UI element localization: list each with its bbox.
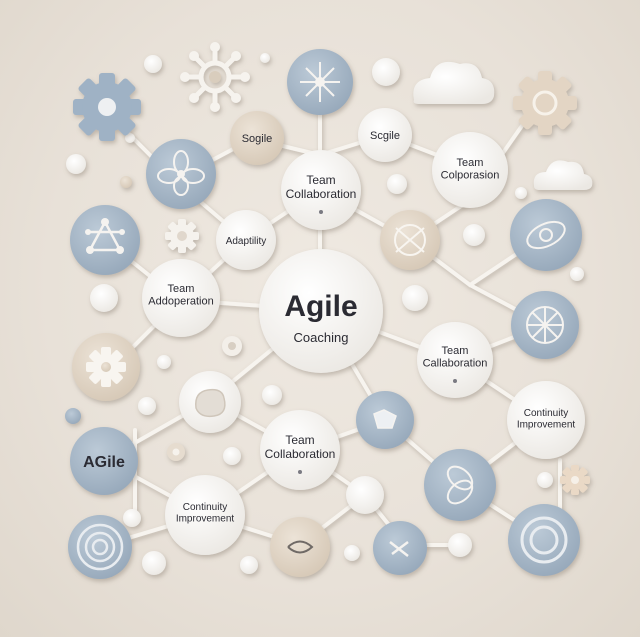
node-label-line: Callaboration bbox=[423, 358, 488, 370]
node-label-line: AGile bbox=[83, 454, 125, 471]
node-label-line: Team bbox=[306, 173, 335, 187]
cloud-icon bbox=[413, 61, 495, 104]
cloud-icon bbox=[533, 160, 593, 190]
connector-node bbox=[346, 476, 384, 514]
node-label-line: Sogile bbox=[242, 133, 273, 145]
node-label-line: Continuity bbox=[524, 408, 568, 419]
node-agile-badge bbox=[70, 427, 138, 495]
node-label-line: Team bbox=[285, 433, 314, 447]
tools-node bbox=[373, 521, 427, 575]
puzzle-node bbox=[356, 391, 414, 449]
node-team-colporsion bbox=[432, 132, 508, 208]
node-agile-badge-label: AGile bbox=[83, 454, 125, 471]
decorative-dots bbox=[65, 53, 584, 575]
node-adaptility-label: Adaptility bbox=[226, 236, 267, 247]
orbit-node bbox=[510, 199, 582, 271]
node-dot bbox=[298, 470, 302, 474]
node-label-line: Team bbox=[442, 345, 469, 357]
node-continuity-improvement-right bbox=[507, 381, 585, 459]
node-adaptility bbox=[216, 210, 276, 270]
compass-node bbox=[287, 49, 353, 115]
target-node bbox=[508, 504, 580, 576]
node-hub bbox=[259, 249, 383, 373]
node-dot bbox=[319, 210, 323, 214]
link-node bbox=[270, 517, 330, 577]
knot-node bbox=[424, 449, 496, 521]
node-team-collaboration-top bbox=[281, 150, 361, 230]
node-scgile-label: Scgile bbox=[370, 130, 400, 142]
node-label-line: Collaboration bbox=[265, 447, 336, 461]
network-node bbox=[70, 205, 140, 275]
node-dot bbox=[453, 379, 457, 383]
node-sogile-label: Sogile bbox=[242, 133, 273, 145]
gear-icon bbox=[167, 443, 185, 461]
gear-icon bbox=[73, 73, 141, 141]
hub-subtitle: Coaching bbox=[294, 330, 349, 345]
node-label-line: Team bbox=[457, 157, 484, 169]
node-label-line: Continuity bbox=[183, 502, 227, 513]
target-node bbox=[68, 515, 132, 579]
gear-icon bbox=[165, 219, 199, 253]
node-label-line: Collaboration bbox=[286, 187, 357, 201]
cycle-node bbox=[380, 210, 440, 270]
node-label-line: Adaptility bbox=[226, 236, 267, 247]
node-scgile bbox=[358, 108, 412, 162]
hub-title: Agile bbox=[284, 290, 357, 323]
wheel-node bbox=[511, 291, 579, 359]
node-label-line: Colporasion bbox=[441, 170, 500, 182]
gear-icon bbox=[513, 71, 577, 135]
node-label-line: Scgile bbox=[370, 130, 400, 142]
node-continuity-improvement-left bbox=[165, 475, 245, 555]
node-label-line: Team bbox=[168, 283, 195, 295]
node-label-line: Addoperation bbox=[148, 296, 213, 308]
node-label-line: Improvement bbox=[176, 514, 235, 525]
network-hub-icon bbox=[180, 42, 250, 112]
node-team-collaboration-center bbox=[260, 410, 340, 490]
node-label-line: Improvement bbox=[517, 420, 576, 431]
gear-icon bbox=[222, 336, 242, 356]
node-sogile bbox=[230, 111, 284, 165]
node-team-addoperation bbox=[142, 259, 220, 337]
flower-node bbox=[146, 139, 216, 209]
hand-node bbox=[179, 371, 241, 433]
node-team-collaboration-right bbox=[417, 322, 493, 398]
gear-icon bbox=[72, 333, 140, 401]
gear-icon bbox=[560, 465, 590, 495]
